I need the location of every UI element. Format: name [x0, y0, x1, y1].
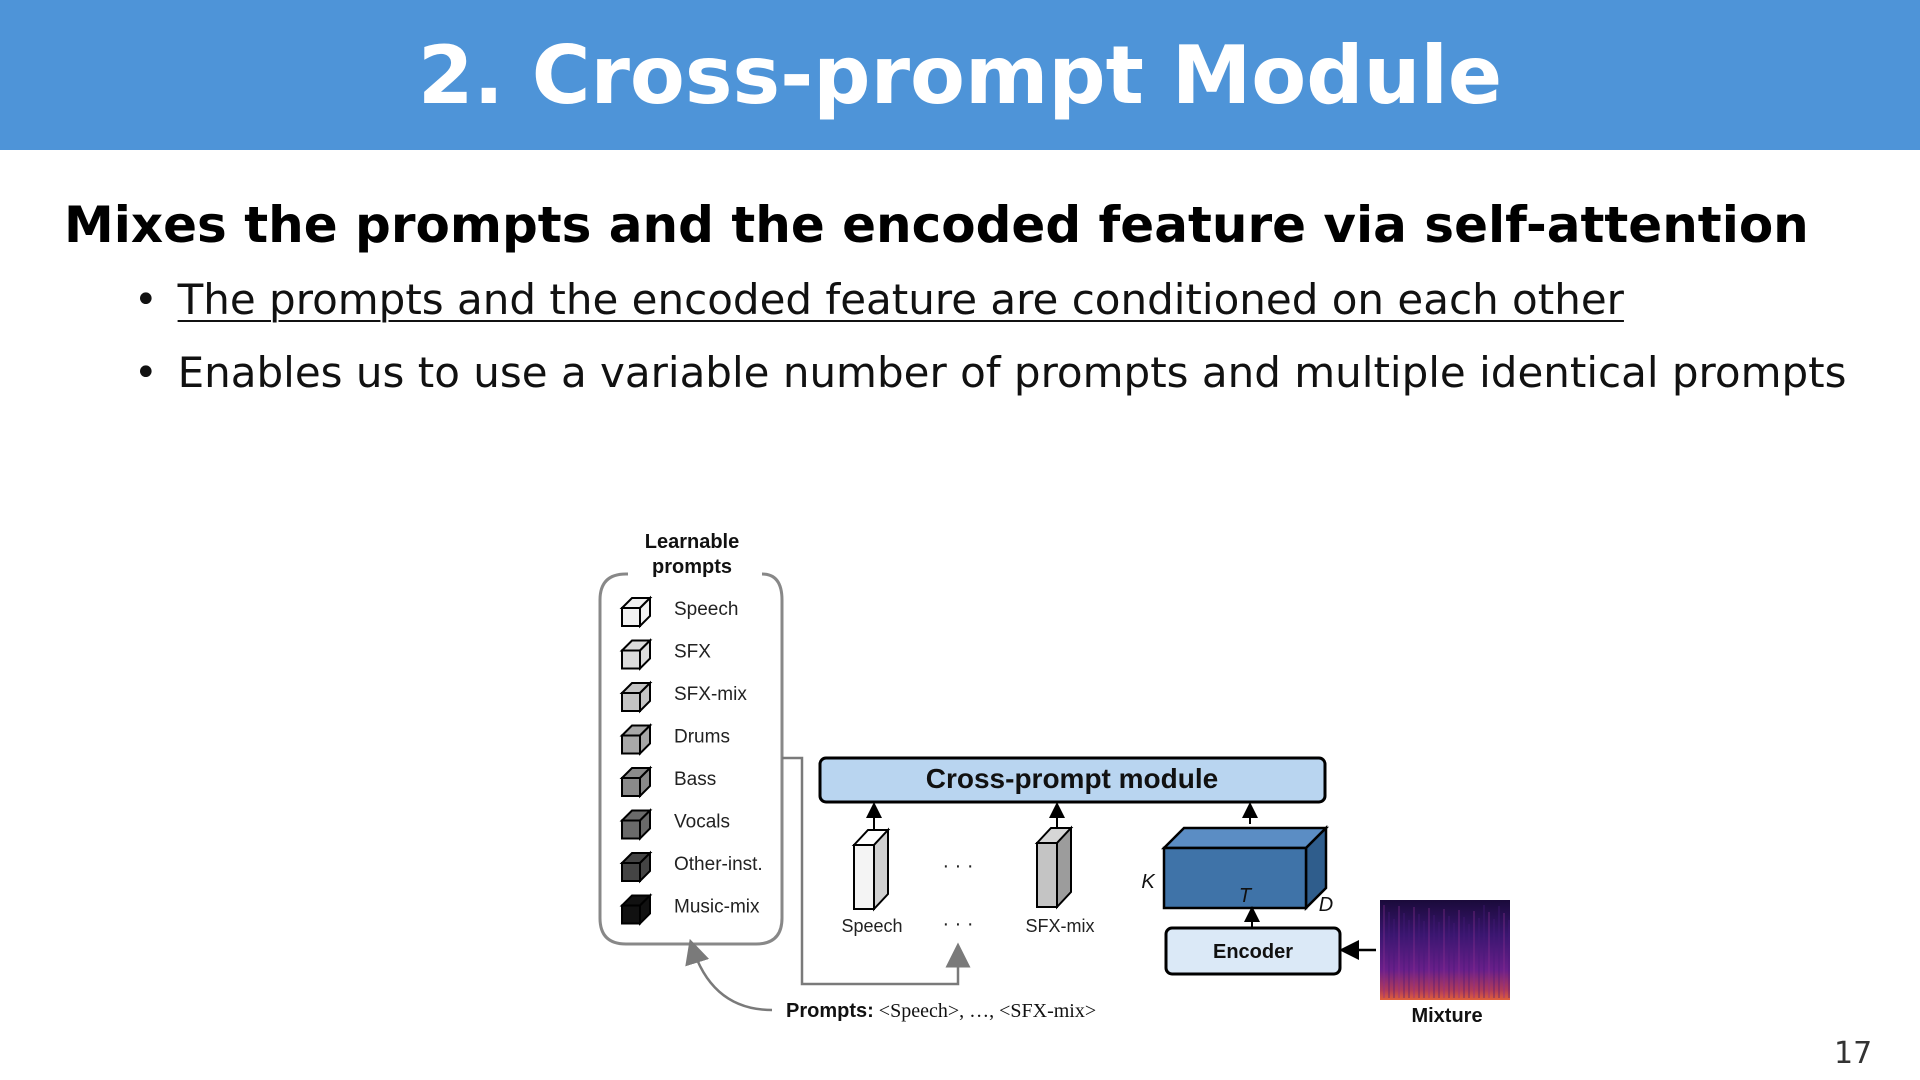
prompt-item-label: Vocals [674, 812, 730, 833]
sfxmix-token-label: SFX-mix [1026, 916, 1095, 936]
prompt-item-label: Bass [674, 769, 716, 790]
prompt-item-label: Speech [674, 599, 738, 620]
prompt-item: Speech [619, 595, 738, 629]
dim-k-label: K [1141, 871, 1156, 893]
prompt-item: Vocals [619, 808, 730, 841]
prompt-item: Drums [619, 723, 730, 756]
prompt-cube-icon [619, 808, 653, 841]
prompt-item-label: SFX [674, 642, 711, 663]
mixture-spectrogram-icon [1380, 900, 1510, 1000]
cross-prompt-module-label: Cross-prompt module [926, 763, 1218, 794]
prompt-item-label: Music-mix [674, 897, 760, 918]
prompt-cube-icon [619, 765, 653, 799]
speech-token-icon [851, 827, 891, 912]
learnable-prompts-container [598, 572, 784, 946]
prompt-selection-connector [782, 756, 971, 986]
prompts-caption-rest: <Speech>, …, <SFX-mix> [874, 1000, 1096, 1022]
slide-headline: Mixes the prompts and the encoded featur… [64, 196, 1809, 254]
prompt-cube-icon [619, 893, 653, 926]
bullet-text: The prompts and the encoded feature are … [177, 275, 1624, 324]
cross-prompt-module-box [818, 756, 1327, 804]
prompt-cube-icon [619, 723, 653, 756]
encoded-feature-icon [1160, 824, 1330, 912]
learnable-prompts-title-line2: prompts [652, 556, 732, 578]
prompt-cube-icon [619, 850, 653, 884]
bullet-list: • The prompts and the encoded feature ar… [134, 276, 1847, 422]
page-number: 17 [1834, 1036, 1873, 1071]
prompts-caption: Prompts: <Speech>, …, <SFX-mix> [786, 1000, 1096, 1022]
dim-t-label: T [1239, 885, 1253, 907]
prompt-feedback-arrow [685, 938, 773, 1012]
sfxmix-token-icon [1034, 825, 1074, 910]
prompt-cube-icon [619, 595, 653, 629]
prompt-item: Other-inst. [619, 850, 763, 884]
ellipsis-top: · · · [942, 855, 973, 877]
bullet-text: Enables us to use a variable number of p… [177, 348, 1847, 397]
prompt-item: SFX-mix [619, 680, 747, 714]
slide-title: 2. Cross-prompt Module [417, 28, 1503, 122]
prompt-item-label: SFX-mix [674, 684, 747, 705]
prompts-caption-bold: Prompts: [786, 1000, 874, 1022]
prompt-item: Bass [619, 765, 716, 799]
prompt-cube-icon [619, 638, 653, 671]
bullet-item: • Enables us to use a variable number of… [134, 349, 1847, 397]
prompt-cube-icon [619, 680, 653, 714]
prompt-item-label: Other-inst. [674, 854, 763, 875]
mixture-label: Mixture [1411, 1005, 1482, 1027]
prompt-item: SFX [619, 638, 711, 671]
speech-token-label: Speech [841, 916, 902, 936]
prompt-item-label: Drums [674, 727, 730, 748]
bullet-dot-icon: • [134, 277, 158, 323]
bullet-dot-icon: • [134, 350, 158, 396]
title-bar: 2. Cross-prompt Module [0, 0, 1920, 150]
dim-d-label: D [1319, 894, 1333, 916]
bullet-item: • The prompts and the encoded feature ar… [134, 276, 1847, 324]
learnable-prompts-title-line1: Learnable [645, 531, 739, 553]
encoder-label: Encoder [1213, 941, 1293, 963]
ellipsis-bottom: · · · [942, 913, 973, 935]
prompt-item: Music-mix [619, 893, 760, 926]
